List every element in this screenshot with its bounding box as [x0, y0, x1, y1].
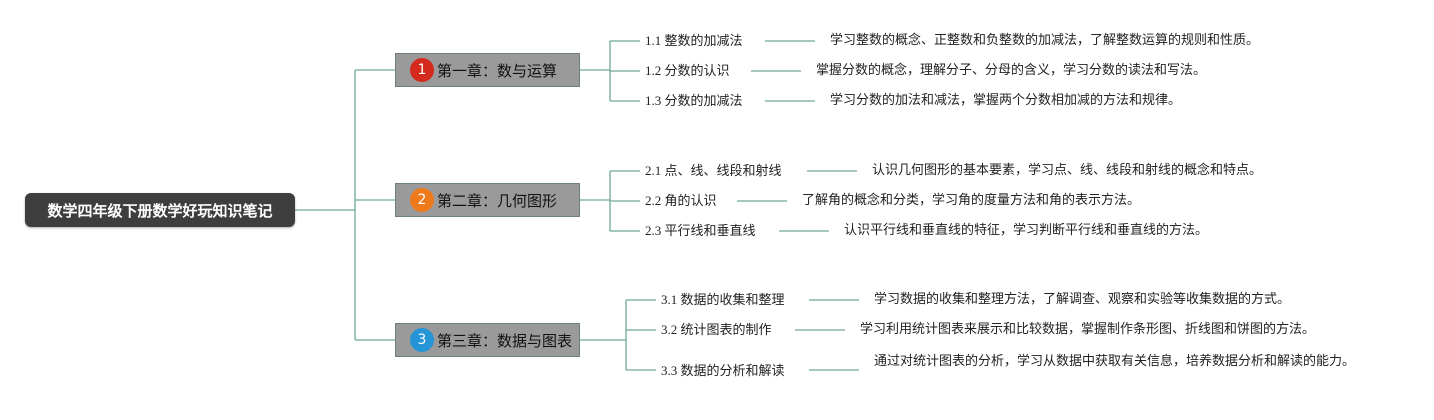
chapter-node-2[interactable]: 2 第二章：几何图形: [395, 183, 580, 217]
section-title-1-2[interactable]: 1.2 分数的认识: [645, 63, 730, 78]
chapter-title: 第三章：数据与图表: [437, 331, 573, 350]
root-title: 数学四年级下册数学好玩知识笔记: [47, 201, 273, 220]
section-title-2-3[interactable]: 2.3 平行线和垂直线: [645, 223, 756, 238]
chapter-number-badge: 2: [410, 188, 434, 212]
section-desc-1-1: 学习整数的概念、正整数和负整数的加减法，了解整数运算的规则和性质。: [830, 33, 1260, 48]
section-title-1-3[interactable]: 1.3 分数的加减法: [645, 93, 743, 108]
section-title-2-1[interactable]: 2.1 点、线、线段和射线: [645, 163, 782, 178]
section-title-3-1[interactable]: 3.1 数据的收集和整理: [661, 292, 785, 307]
chapter-title: 第一章：数与运算: [437, 61, 558, 80]
root-node[interactable]: 数学四年级下册数学好玩知识笔记: [25, 193, 295, 227]
section-desc-3-1: 学习数据的收集和整理方法，了解调查、观察和实验等收集数据的方式。: [874, 292, 1291, 307]
section-title-1-1[interactable]: 1.1 整数的加减法: [645, 33, 743, 48]
section-desc-2-1: 认识几何图形的基本要素，学习点、线、线段和射线的概念和特点。: [872, 163, 1263, 178]
chapter-number-badge: 3: [410, 328, 434, 352]
chapter-number-badge: 1: [410, 58, 434, 82]
section-desc-3-2: 学习利用统计图表来展示和比较数据，掌握制作条形图、折线图和饼图的方法。: [860, 322, 1316, 337]
section-desc-2-2: 了解角的概念和分类，学习角的度量方法和角的表示方法。: [802, 193, 1141, 208]
section-title-3-2[interactable]: 3.2 统计图表的制作: [661, 322, 772, 337]
chapter-title: 第二章：几何图形: [437, 191, 558, 210]
chapter-node-3[interactable]: 3 第三章：数据与图表: [395, 323, 580, 357]
section-title-2-2[interactable]: 2.2 角的认识: [645, 193, 717, 208]
section-desc-3-3: 通过对统计图表的分析，学习从数据中获取有关信息，培养数据分析和解读的能力。: [874, 354, 1356, 369]
section-title-3-3[interactable]: 3.3 数据的分析和解读: [661, 363, 785, 378]
section-desc-1-2: 掌握分数的概念，理解分子、分母的含义，学习分数的读法和写法。: [816, 63, 1207, 78]
chapter-node-1[interactable]: 1 第一章：数与运算: [395, 53, 580, 87]
section-desc-2-3: 认识平行线和垂直线的特征，学习判断平行线和垂直线的方法。: [844, 223, 1209, 238]
section-desc-1-3: 学习分数的加法和减法，掌握两个分数相加减的方法和规律。: [830, 93, 1182, 108]
